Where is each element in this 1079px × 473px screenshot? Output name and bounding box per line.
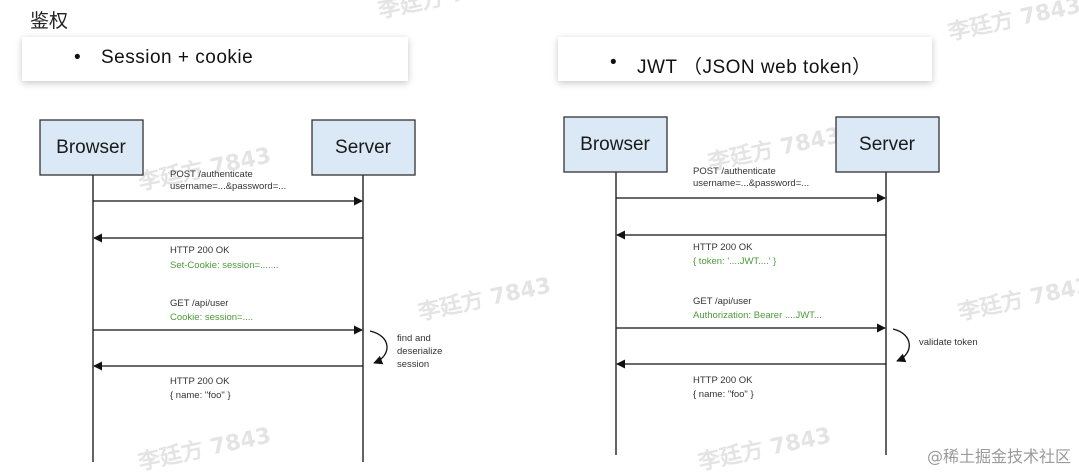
server-label: Server [859, 134, 916, 155]
card-title: JWT （JSON web token） [637, 57, 872, 78]
card-title: Session + cookie [101, 47, 254, 68]
bullet: • [74, 47, 82, 68]
message-label: username=...&password=... [170, 181, 286, 192]
curved-arrow-icon [369, 330, 388, 365]
note-label: find and [397, 333, 431, 344]
message-label: GET /api/user [693, 296, 751, 307]
jwt-card: • JWT （JSON web token） [558, 37, 932, 81]
message-label: Cookie: session=.... [170, 312, 253, 323]
message-label: Set-Cookie: session=....... [170, 260, 279, 271]
message-label: { name: "foo" } [170, 390, 231, 401]
server-box [835, 116, 940, 173]
message-label: HTTP 200 OK [170, 245, 230, 256]
note-label: session [397, 359, 429, 370]
jwt-diagram: Browser Server POST /authenticate userna… [563, 116, 978, 455]
message-label: username=...&password=... [693, 178, 809, 189]
watermark-text: 李廷方 7843 [945, 0, 1079, 46]
message-label: HTTP 200 OK [693, 242, 753, 253]
session-cookie-diagram: Browser Server POST /authenticate userna… [39, 119, 442, 462]
message-label: Authorization: Bearer ....JWT... [693, 310, 822, 321]
note-label: deserialize [397, 346, 442, 357]
session-cookie-card: • Session + cookie [22, 37, 408, 81]
bullet: • [610, 52, 618, 73]
message-label: GET /api/user [170, 298, 228, 309]
watermark-text: 李廷方 7843 [135, 422, 273, 473]
watermark-text: 李廷方 7843 [375, 0, 513, 24]
message-label: POST /authenticate [170, 169, 253, 180]
watermark-text: 李廷方 7843 [415, 272, 553, 326]
watermark-group: 李廷方 7843 李廷方 7843 李廷方 7843 李廷方 7843 李廷方 … [135, 0, 1079, 473]
message-label: { name: "foo" } [693, 389, 754, 400]
server-label: Server [335, 137, 392, 158]
browser-box [39, 119, 144, 176]
message-label: { token: '....JWT....' } [693, 256, 776, 267]
curved-arrow-icon [892, 328, 910, 363]
watermark-text: 李廷方 7843 [955, 272, 1079, 326]
browser-label: Browser [580, 134, 650, 155]
message-label: HTTP 200 OK [170, 376, 230, 387]
page-title: 鉴权 [30, 10, 69, 32]
corner-watermark: @稀土掘金技术社区 [926, 447, 1071, 466]
browser-label: Browser [56, 137, 126, 158]
note-label: validate token [919, 337, 978, 348]
browser-box [563, 116, 668, 173]
message-label: POST /authenticate [693, 166, 776, 177]
message-label: HTTP 200 OK [693, 375, 753, 386]
server-box [311, 119, 416, 176]
watermark-text: 李廷方 7843 [695, 422, 833, 473]
